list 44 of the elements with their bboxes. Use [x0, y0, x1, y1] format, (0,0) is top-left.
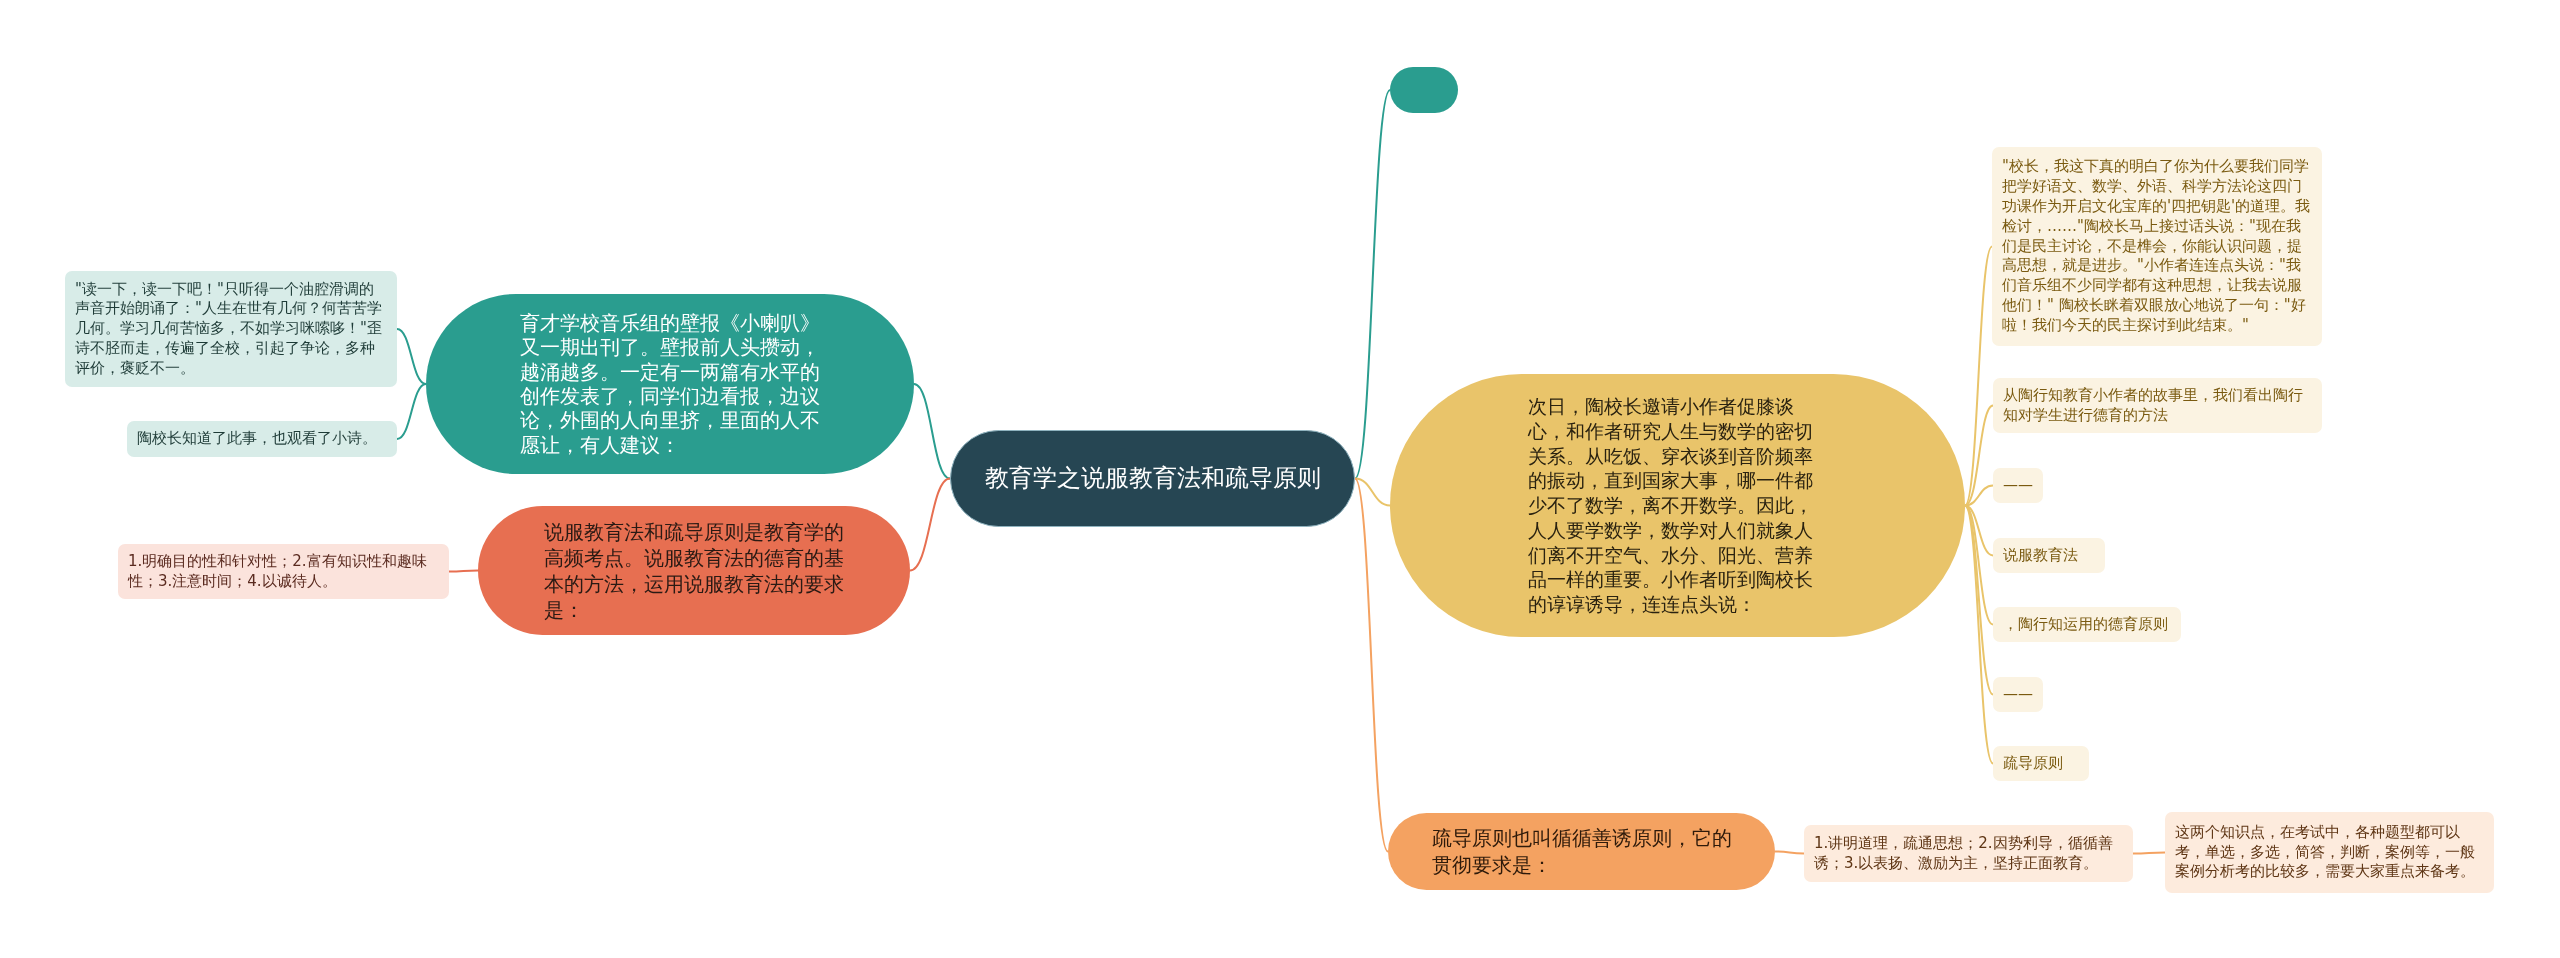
topic-text: 育才学校音乐组的壁报《小喇叭》又一期出刊了。壁报前人头攒动，越涌越多。一定有一两篇有水平的创作发表了，同学们边看报，边议论，外围的人向里挤，里面的人不愿让，有人建议：	[520, 310, 820, 458]
branch-line	[1964, 504, 1994, 696]
note-text: 1.讲明道理，疏通思想；2.因势利导，循循善诱；3.以表扬、激励为主，坚持正面教育。	[1814, 833, 2114, 874]
note-text: 这两个知识点，在考试中，各种题型都可以考，单选，多选，简答，判断，案例等，一般案例分析考的比较多，需要大家重点来备考。	[2175, 822, 2476, 883]
branch-line	[1964, 404, 1994, 507]
empty-pill	[1390, 67, 1458, 113]
branch-line	[1354, 477, 1391, 507]
topic-text: 次日，陶校长邀请小作者促膝谈心，和作者研究人生与数学的密切关系。从吃饭、穿衣谈到音阶频率的振动，直到国家大事，哪一件都少不了数学，离不开数学。因此，人人要学数学，数学对人们就象人们离不开空气、水分、阳光、营养品一样的重要。小作者听到陶校长的谆谆诱导，连连点头说：	[1527, 394, 1814, 617]
topic-text: 说服教育法和疏导原则是教育学的高频考点。说服教育法的德育的基本的方法，运用说服教育法的要求是：	[544, 518, 844, 623]
note-card	[1992, 147, 2322, 346]
note-text: "校长，我这下真的明白了你为什么要我们同学把学好语文、数学、外语、科学方法论这四门功课作为开启文化宝库的'四把钥匙'的道理。我检讨，……"陶校长马上接过话头说："现在我们是民主讨论，不是榫会，你能认识问题，提高思想，就是进步。"小作者连连点头说："我们音乐组不少同学都有这种思想，让我去说服他们！" 陶校长眯着双眼放心地说了一句："好啦！我们今天的民主探讨到此结束。"	[2002, 157, 2312, 336]
branch-line	[1354, 477, 1389, 853]
note-text: 疏导原则	[2003, 753, 2063, 774]
note-text: 说服教育法	[2003, 545, 2078, 566]
branch-line	[2132, 851, 2166, 855]
topic-text: 疏导原则也叫循循善诱原则，它的贯彻要求是：	[1431, 824, 1732, 879]
note-text: ——	[2003, 684, 2033, 705]
note-text: ，陶行知运用的德育原则	[2003, 614, 2168, 635]
branch-line	[1774, 850, 1805, 855]
note-card	[127, 421, 397, 457]
note-card	[2165, 812, 2494, 893]
note-card	[1993, 378, 2322, 433]
branch-line	[448, 569, 479, 573]
branch-line	[1354, 89, 1391, 480]
note-card	[1993, 607, 2181, 642]
note-card	[1804, 825, 2133, 882]
note-card	[1993, 746, 2089, 781]
note-card	[1993, 677, 2043, 712]
note-text: 陶校长知道了此事，也观看了小诗。	[137, 429, 377, 449]
branch-line	[1964, 504, 1994, 765]
note-card	[1993, 538, 2105, 573]
branch-line	[913, 383, 951, 480]
note-card	[118, 544, 449, 599]
branch-line	[396, 383, 427, 440]
branch-line	[1964, 245, 1993, 507]
note-text: 从陶行知教育小作者的故事里，我们看出陶行知对学生进行德育的方法	[2003, 385, 2304, 426]
branch-line	[396, 328, 427, 385]
note-card	[65, 271, 397, 387]
note-text: "读一下，读一下吧！"只听得一个油腔滑调的声音开始朗诵了："人生在世有几何？何苦苦学几何。学习几何苦恼多，不如学习咪嗦哆！"歪诗不胫而走，传遍了全校，引起了争论，多种评价，褒贬不一。	[75, 279, 383, 379]
note-text: ——	[2003, 475, 2033, 496]
note-text: 1.明确目的性和针对性；2.富有知识性和趣味性；3.注意时间；4.以诚待人。	[128, 551, 428, 592]
topic-text: 教育学之说服教育法和疏导原则	[983, 462, 1322, 494]
branch-line	[909, 477, 951, 572]
note-card	[1993, 468, 2043, 503]
